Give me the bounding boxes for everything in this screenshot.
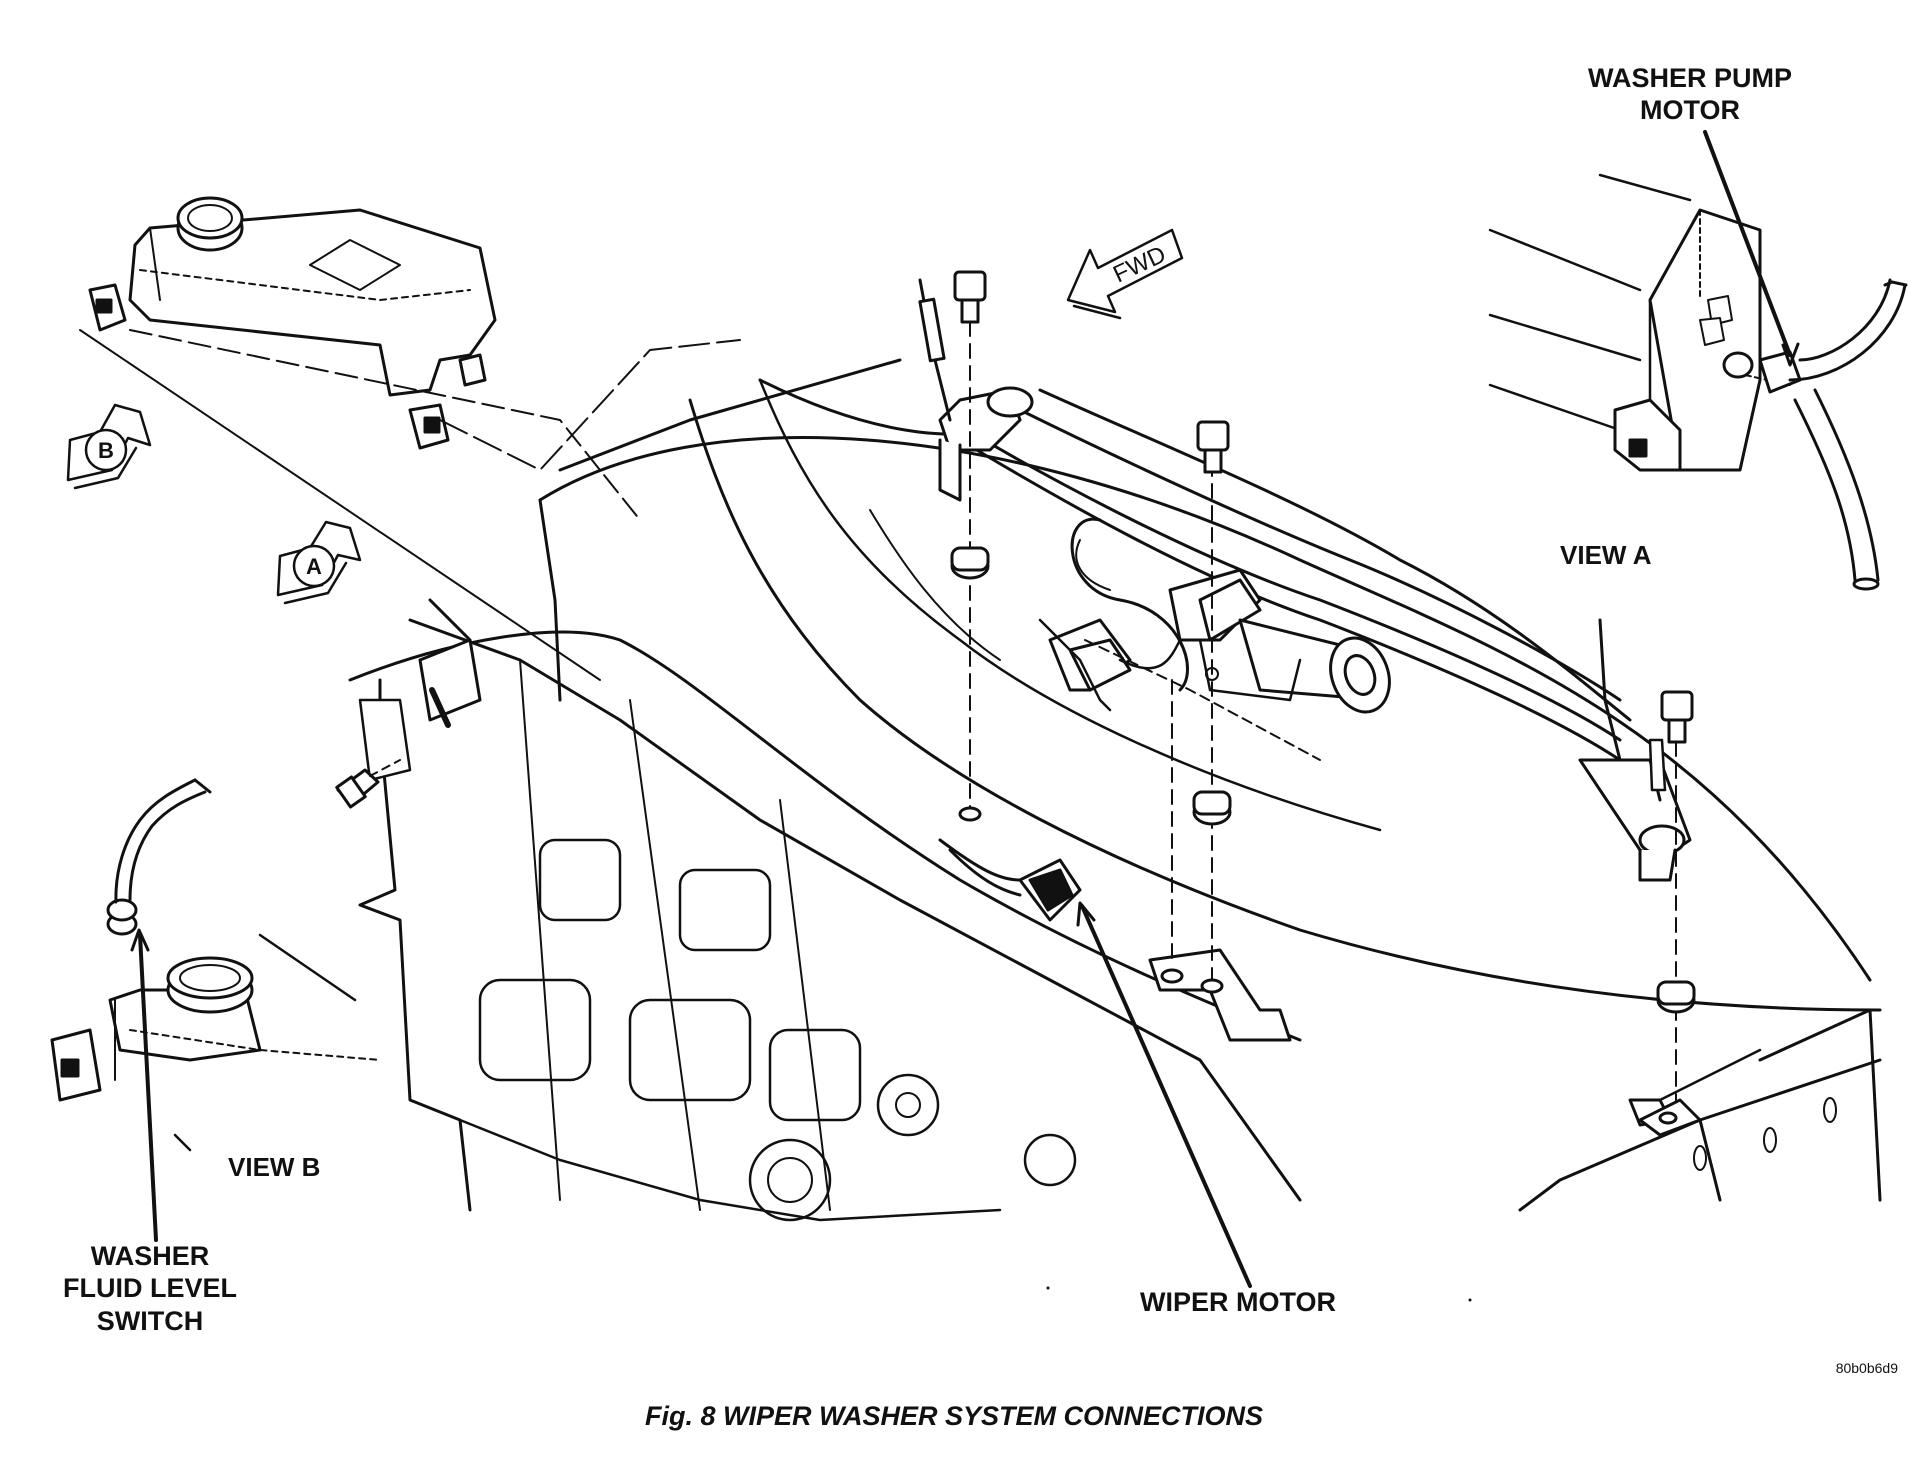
figure-caption: Fig. 8 WIPER WASHER SYSTEM CONNECTIONS xyxy=(644,1401,1264,1431)
washer-pump-motor-label: WASHER PUMP MOTOR xyxy=(1560,62,1820,127)
view-a-detail xyxy=(1488,173,1908,591)
wiper-motor-label: WIPER MOTOR xyxy=(1140,1287,1337,1317)
fluid-switch-label-line3: SWITCH xyxy=(96,1305,204,1336)
leader-wiper-motor xyxy=(1080,904,1252,1288)
view-b-detail xyxy=(50,778,381,1152)
wiper-linkage xyxy=(758,278,1692,922)
leader-fluid-switch xyxy=(138,933,158,1242)
washer-pump-label-line2: MOTOR xyxy=(1640,95,1740,126)
fluid-switch-label-line1: WASHER xyxy=(90,1241,210,1271)
callout-a: A xyxy=(276,520,362,605)
cowl-panel xyxy=(79,329,1882,1222)
washer-pump-label-line1: WASHER PUMP xyxy=(1587,63,1793,93)
fwd-arrow: FWD xyxy=(1066,228,1184,320)
fasteners xyxy=(335,270,1702,1137)
callout-a-letter: A xyxy=(306,554,322,579)
view-b-label: VIEW B xyxy=(228,1152,321,1182)
washer-reservoir xyxy=(88,196,497,450)
leader-washer-pump xyxy=(1703,130,1792,357)
callout-b-letter: B xyxy=(98,438,114,463)
view-a-label: VIEW A xyxy=(1560,540,1652,570)
image-code: 80b0b6d9 xyxy=(1835,1360,1898,1376)
leader-lines xyxy=(130,130,1800,1288)
washer-fluid-level-switch-label: WASHER FLUID LEVEL SWITCH xyxy=(50,1240,250,1337)
callout-b: B xyxy=(66,403,152,490)
fluid-switch-label-line2: FLUID LEVEL xyxy=(63,1273,237,1304)
